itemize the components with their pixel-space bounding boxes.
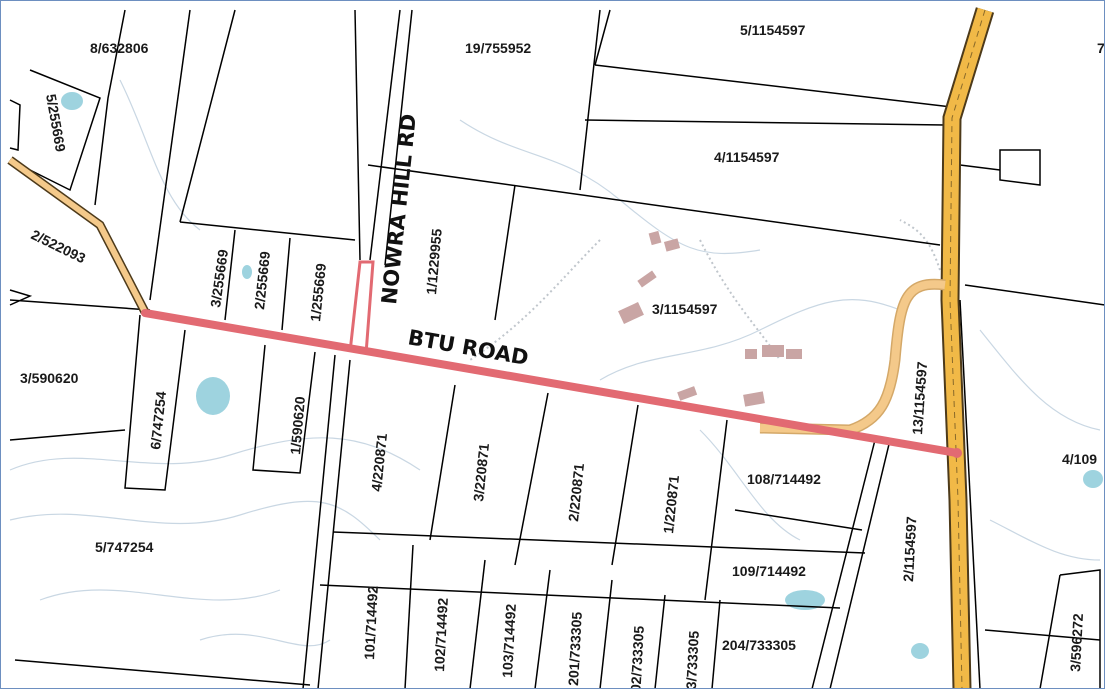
lot-label: 202/733305: [627, 625, 647, 689]
dam: [1083, 470, 1103, 488]
tracks: [469, 219, 941, 361]
water-bodies: [61, 92, 1103, 659]
lot-labels: 8/632806 19/755952 5/1154597 7 5/255669 …: [20, 22, 1105, 689]
dam: [785, 590, 825, 610]
lot-label: 2/255669: [251, 250, 273, 310]
lot-label: 3/590620: [20, 370, 79, 386]
lot-label: 2/220871: [565, 462, 587, 522]
lot-label: 201/733305: [565, 611, 585, 686]
highway: [940, 7, 995, 689]
lot-label: 3/1154597: [652, 301, 718, 317]
lot-label: 103/714492: [499, 603, 519, 678]
dam: [196, 377, 230, 415]
lot-label: 3/596272: [1067, 613, 1086, 672]
lot-label: 102/714492: [431, 597, 451, 672]
lot-label: 109/714492: [732, 563, 806, 579]
nowra-hill-rd-highlight: [348, 260, 375, 355]
contour-lines: [9, 79, 1101, 647]
lot-label: 203/733305: [682, 630, 702, 689]
btu-road-highlight: [144, 309, 958, 457]
lot-label: 1/590620: [287, 395, 308, 455]
buildings: [618, 230, 802, 407]
lot-label: 108/714492: [747, 471, 821, 487]
lot-label: 2/522093: [29, 226, 89, 266]
lot-label: 3/220871: [470, 442, 492, 502]
lot-label: 204/733305: [722, 637, 796, 653]
lot-label: 7: [1097, 40, 1105, 56]
lot-label: 19/755952: [465, 40, 531, 56]
local-roads: [7, 156, 946, 436]
lot-label: 8/632806: [90, 40, 149, 56]
lot-label: 5/1154597: [740, 22, 806, 38]
lot-label: 1/255669: [307, 262, 329, 322]
lot-label: 5/747254: [95, 539, 154, 555]
lot-label: 4/109: [1062, 451, 1097, 467]
lot-label: 13/1154597: [909, 361, 930, 435]
dam: [911, 643, 929, 659]
lot-label: 101/714492: [361, 585, 381, 660]
lot-label: 4/1154597: [714, 149, 780, 165]
dam: [61, 92, 83, 110]
lot-label: 1/220871: [660, 474, 682, 534]
lot-label: 6/747254: [147, 390, 169, 450]
dam: [242, 265, 252, 279]
lot-label: 2/1154597: [900, 516, 919, 582]
lot-label: 4/220871: [368, 432, 390, 492]
lot-label: 1/1229955: [423, 228, 445, 296]
highlighted-roads: [141, 260, 962, 458]
property-boundaries: [9, 9, 1105, 689]
